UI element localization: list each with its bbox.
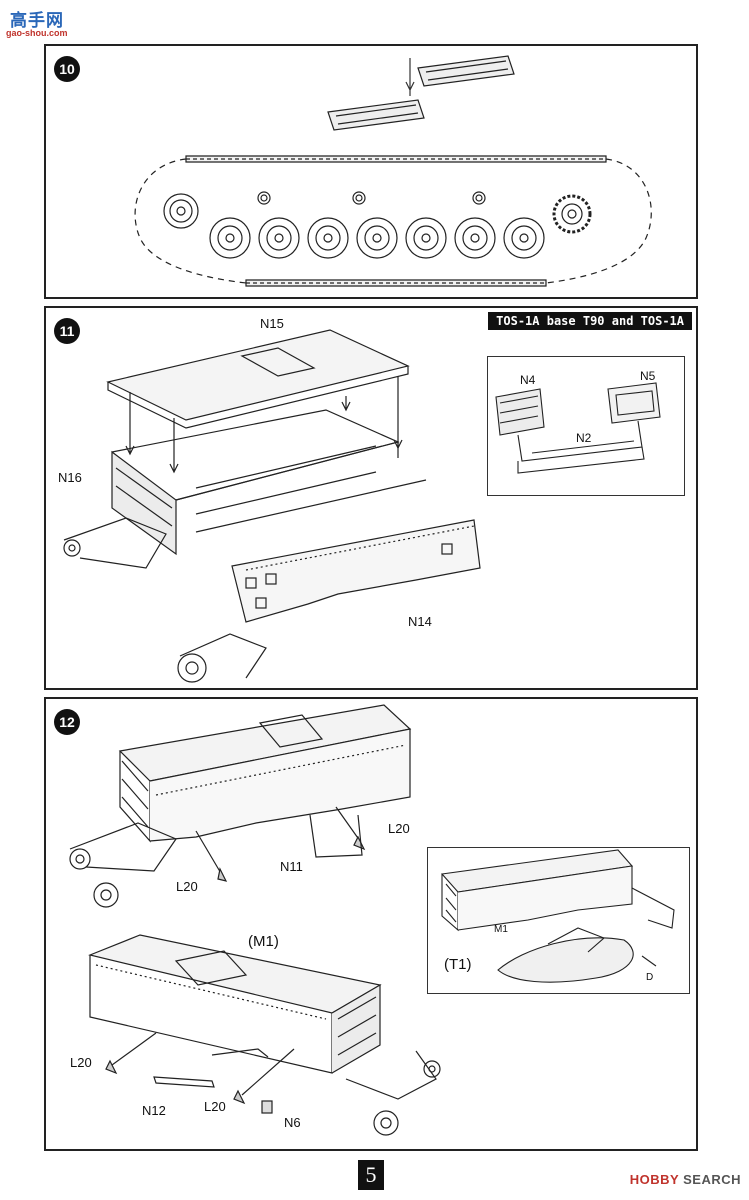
track-segment-upper-left [327,99,425,131]
watermark-text: 高手网 [10,11,64,31]
step-11-panel: 11 TOS-1A base T90 and TOS-1A [44,306,698,690]
step-10-panel: 10 [44,44,698,299]
brand-prefix: HOBBY [629,1172,679,1187]
track-assembly-drawing [134,55,652,287]
watermark-url: gao-shou.com [6,28,68,38]
variant-inset: (T1) M1 D [427,847,690,994]
step-number-badge: 10 [54,56,80,82]
part-label-n6: N6 [284,1115,301,1130]
part-label-l20-a: L20 [388,821,410,836]
part-label-n14: N14 [408,614,432,629]
variant-frame-drawing [495,382,661,474]
variant-hull-drawing [440,849,675,983]
brand-suffix: SEARCH [678,1172,741,1187]
part-label-l20-d: L20 [204,1099,226,1114]
track-segment-upper-right [417,55,515,87]
variant-banner: TOS-1A base T90 and TOS-1A [488,312,692,330]
part-label-n12: N12 [142,1103,166,1118]
part-label-n11: N11 [280,859,303,874]
hull-assembly-drawing [69,704,441,1136]
step-12-panel: 12 [44,697,698,1151]
launcher-assembly-drawing [63,329,481,683]
part-label-n4: N4 [520,373,536,387]
part-label-n2: N2 [576,431,592,445]
site-watermark: 高手网 gao-shou.com [4,6,74,40]
part-label-n5: N5 [640,369,656,383]
part-label-n15: N15 [260,316,284,331]
hobby-search-watermark: HOBBY SEARCH [630,1172,741,1187]
variant-inset: N4 N5 N2 [487,356,685,496]
step-number-badge: 12 [54,709,80,735]
idler-wheel [163,193,199,229]
top-plate-n15 [106,329,410,421]
chassis-n14 [231,519,481,623]
road-wheels [209,217,545,259]
part-label-n16: N16 [58,470,82,485]
part-label-l20-c: L20 [70,1055,92,1070]
part-label-m1: M1 [494,924,508,935]
assembly-label-m1: (M1) [248,933,279,950]
step-number-badge: 11 [54,318,80,344]
drive-sprocket [552,194,592,234]
part-label-l20-b: L20 [176,879,198,894]
page-number: 5 [358,1160,384,1190]
part-label-d: D [646,972,654,983]
assembly-label-t1: (T1) [444,956,472,973]
